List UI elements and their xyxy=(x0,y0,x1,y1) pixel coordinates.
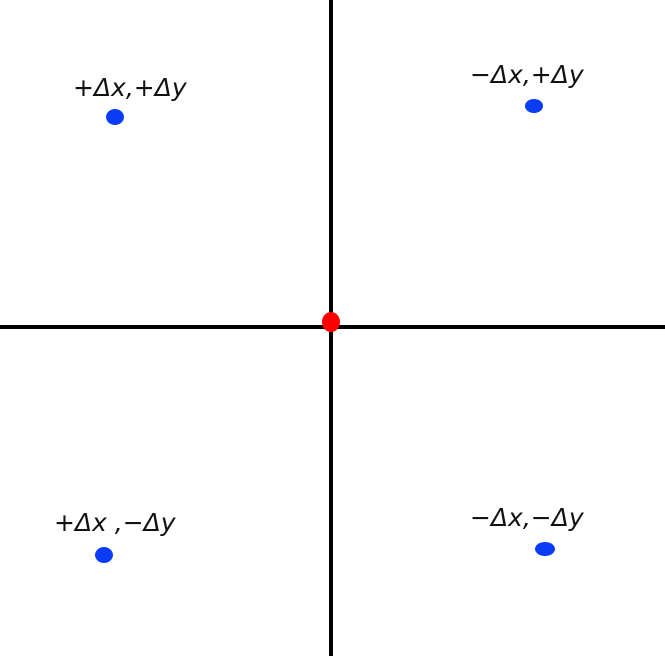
origin-point xyxy=(322,312,340,332)
point-bottom-left xyxy=(95,547,113,563)
label-bottom-left: +Δx ,−Δy xyxy=(54,508,177,537)
point-bottom-right xyxy=(535,542,555,556)
point-top-right xyxy=(525,99,543,113)
point-top-left xyxy=(106,109,124,125)
label-bottom-right: −Δx,−Δy xyxy=(470,503,585,532)
label-top-left: +Δx,+Δy xyxy=(73,73,188,102)
label-top-right: −Δx,+Δy xyxy=(470,60,585,89)
